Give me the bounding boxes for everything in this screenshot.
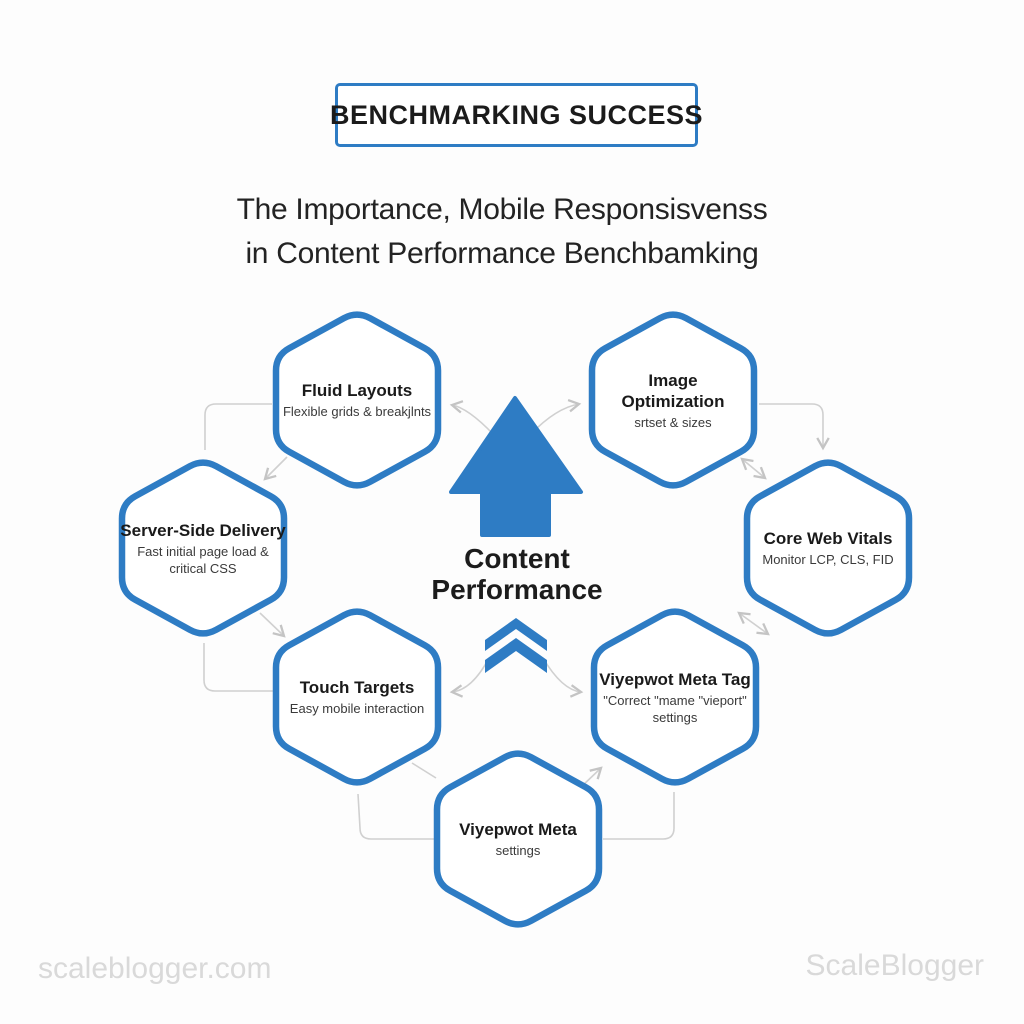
hexagon-fluid-layouts: Fluid Layouts Flexible grids & breakjlnt… <box>272 307 442 493</box>
hexagon-subtitle: "Correct "mame "vieport" settings <box>603 692 747 725</box>
title-badge: BENCHMARKING SUCCESS <box>330 83 703 147</box>
hexagon-subtitle: settings <box>495 843 541 858</box>
hexagon-viewport-meta: Viyepwot Meta settings <box>433 746 603 932</box>
hexagon-outline <box>118 459 288 637</box>
watermark-brand: ScaleBlogger <box>805 949 984 982</box>
page-title: The Importance, Mobile Responsisvenss in… <box>0 188 1004 276</box>
hexagon-outline <box>590 608 760 786</box>
hexagon-core-web-vitals: Core Web Vitals Monitor LCP, CLS, FID <box>743 455 913 641</box>
hexagon-title: Viyepwot Meta Tag <box>599 669 751 689</box>
hexagon-title: Touch Targets <box>299 678 415 697</box>
hexagon-outline <box>272 311 442 489</box>
hexagon-subtitle: Monitor LCP, CLS, FID <box>762 552 894 567</box>
hexagon-outline <box>743 459 913 637</box>
title-badge-label: BENCHMARKING SUCCESS <box>329 99 704 130</box>
hexagon-title: Server-Side Delivery <box>120 520 286 540</box>
hexagon-subtitle: Flexible grids & breakjlnts <box>282 404 432 419</box>
hexagon-outline <box>588 311 758 489</box>
center-label: Content Performance <box>431 543 603 605</box>
up-arrow-icon <box>449 396 583 537</box>
hexagon-image-optimization: Image Optimization srtset & sizes <box>588 307 758 493</box>
hexagon-viewport-meta-tag: Viyepwot Meta Tag "Correct "mame "viepor… <box>590 604 760 790</box>
page-title-line2: in Content Performance Benchbamking <box>245 237 759 270</box>
watermark-site-url: scaleblogger.com <box>38 952 272 985</box>
hexagon-title: Image Optimization <box>621 370 725 411</box>
hexagon-outline <box>272 608 442 786</box>
hexagon-subtitle: srtset & sizes <box>634 414 712 430</box>
hexagon-subtitle: Fast initial page load & critical CSS <box>137 543 269 576</box>
hexagon-outline <box>433 750 603 928</box>
hexagon-server-side-delivery: Server-Side Delivery Fast initial page l… <box>118 455 288 641</box>
page-title-line1: The Importance, Mobile Responsisvenss <box>236 193 768 226</box>
hexagon-title: Fluid Layouts <box>301 381 413 400</box>
double-chevron-up-icon <box>485 618 547 673</box>
hexagon-title: Core Web Vitals <box>763 529 893 548</box>
hexagon-title: Viyepwot Meta <box>459 820 577 839</box>
hexagon-touch-targets: Touch Targets Easy mobile interaction <box>272 604 442 790</box>
hexagon-subtitle: Easy mobile interaction <box>289 701 425 716</box>
